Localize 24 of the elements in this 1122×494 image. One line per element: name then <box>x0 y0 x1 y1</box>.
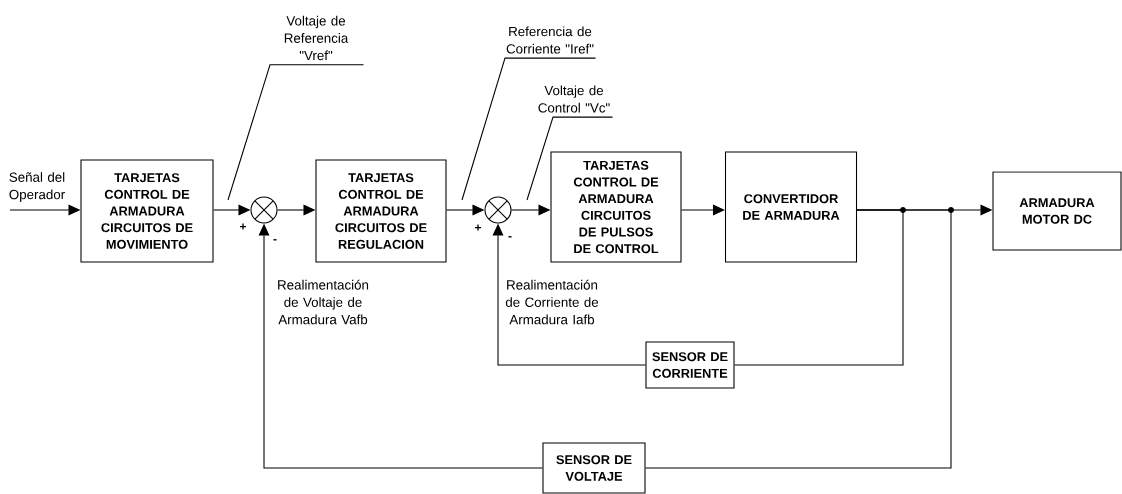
edge-label: Realimentación de Voltaje de Armadura Vafb <box>278 279 369 325</box>
block-box: CONVERTIDOR DE ARMADURA <box>724 151 858 263</box>
sign-label: + <box>475 224 481 231</box>
block-box: ARMADURA MOTOR DC <box>992 171 1122 251</box>
block-box: SENSOR DE VOLTAJE <box>542 442 646 494</box>
leader-line <box>526 116 614 201</box>
signal-label: Voltaje de Referencia "Vref" <box>284 15 349 61</box>
sign-label: - <box>273 239 277 241</box>
summing-junction <box>484 196 512 224</box>
block-box: TARJETAS CONTROL DE ARMADURA CIRCUITOS DE PULSOS DE CONTROL <box>550 151 682 263</box>
sign-label: - <box>508 236 512 238</box>
edge-label: Señal del Operador <box>9 172 65 202</box>
feedback-line <box>645 209 952 469</box>
edge-label: Realimentación de Corriente de Armadura Iafb <box>505 279 599 325</box>
sign-label: + <box>240 223 246 230</box>
signal-label: Referencia de Corriente "Iref" <box>506 26 594 54</box>
block-box: TARJETAS CONTROL DE ARMADURA CIRCUITOS DE REGULACION <box>315 159 447 263</box>
signal-label: Voltaje de Control "Vc" <box>538 85 610 113</box>
leader-line <box>227 64 365 201</box>
block-box: SENSOR DE CORRIENTE <box>645 341 735 389</box>
summing-junction <box>250 196 278 224</box>
arrow <box>681 204 725 216</box>
leader-line <box>461 57 597 201</box>
block-box: TARJETAS CONTROL DE ARMADURA CIRCUITOS DE MOVIMIENTO <box>80 159 214 263</box>
